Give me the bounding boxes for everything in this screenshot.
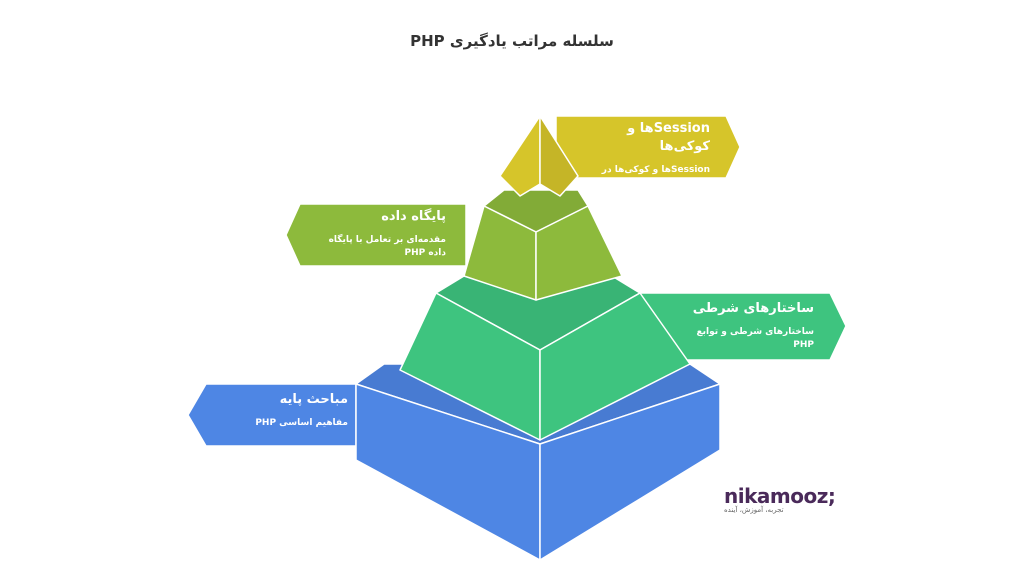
label-conditionals-description: ساختارهای شرطی و توابع PHP [696, 327, 814, 350]
label-conditionals: ساختارهای شرطی ساختارهای شرطی و توابع PH… [676, 300, 814, 352]
level-database-arrow [285, 203, 467, 267]
level-database-right-face [535, 205, 623, 301]
level-conditionals-right-face [539, 292, 691, 441]
label-basics-heading: مباحث پایه [279, 392, 348, 407]
logo-tagline: تجربه، آموزش، آینده [724, 506, 784, 514]
page-title: سلسله مراتب یادگیری PHP [410, 32, 614, 50]
pyramid-level-sessions [499, 115, 741, 197]
label-sessions: Sessionها و کوکی‌ها Sessionها و کوکی‌ها … [592, 120, 710, 190]
logo-wordmark: nikamooz; [724, 484, 836, 508]
level-sessions-right-face [539, 115, 579, 197]
nikamooz-logo: nikamooz; تجربه، آموزش، آینده [724, 484, 836, 514]
label-basics-description: مفاهیم اساسی PHP [255, 418, 348, 428]
level-basics-right-face [539, 383, 721, 561]
level-sessions-left-face [499, 115, 541, 197]
label-database: پایگاه داده مقدمه‌ای بر تعامل با پایگاه … [314, 208, 446, 260]
label-database-heading: پایگاه داده [381, 209, 446, 224]
label-sessions-description: Sessionها و کوکی‌ها در PHP [601, 165, 710, 188]
label-conditionals-heading: ساختارهای شرطی [692, 301, 814, 316]
label-database-description: مقدمه‌ای بر تعامل با پایگاه داده PHP [328, 235, 446, 258]
label-sessions-heading: Sessionها و کوکی‌ها [627, 121, 710, 154]
label-basics: مباحث پایه مفاهیم اساسی PHP [222, 391, 348, 430]
pyramid-level-database [285, 189, 623, 301]
